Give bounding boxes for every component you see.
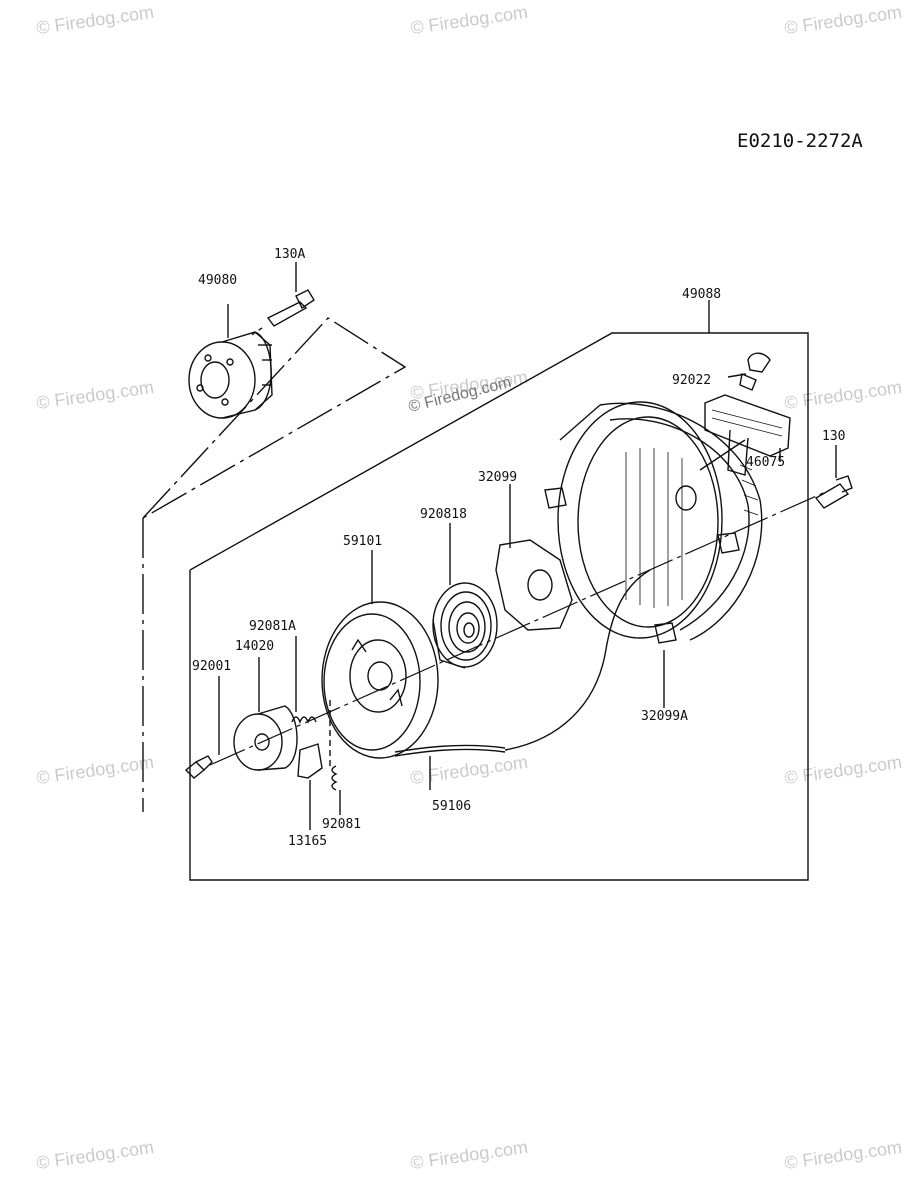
assembly-bracket <box>189 332 809 881</box>
label-59101: 59101 <box>343 534 382 549</box>
part-130 <box>814 445 853 509</box>
label-49088: 49088 <box>682 287 721 302</box>
part-920818 <box>432 523 498 669</box>
part-49088 <box>544 401 763 644</box>
label-92081: 92081 <box>322 817 361 832</box>
label-49080: 49080 <box>198 273 237 288</box>
part-92081 <box>329 700 341 815</box>
part-32099 <box>495 484 573 631</box>
part-13165 <box>297 743 323 830</box>
label-46075: 46075 <box>746 455 785 470</box>
part-59106 <box>394 569 651 790</box>
part-49080 <box>188 304 273 419</box>
part-92081A <box>291 636 317 724</box>
label-13165: 13165 <box>288 834 327 849</box>
label-92022: 92022 <box>672 373 711 388</box>
label-130: 130 <box>822 429 845 444</box>
part-92001 <box>184 676 220 779</box>
label-32099: 32099 <box>478 470 517 485</box>
part-59101 <box>321 550 439 759</box>
label-920818: 920818 <box>420 507 467 522</box>
label-92081A: 92081A <box>249 619 296 634</box>
assembly-bracket-upper <box>142 317 407 812</box>
watermark-center: © Firedog.com <box>407 374 513 416</box>
label-92001: 92001 <box>192 659 231 674</box>
diagram-code: E0210-2272A <box>737 130 863 152</box>
label-32099A: 32099A <box>641 709 688 724</box>
label-130A: 130A <box>274 247 305 262</box>
label-59106: 59106 <box>432 799 471 814</box>
part-14020 <box>233 657 298 771</box>
part-92022 <box>727 352 771 391</box>
label-14020: 14020 <box>235 639 274 654</box>
part-130A <box>249 262 315 337</box>
